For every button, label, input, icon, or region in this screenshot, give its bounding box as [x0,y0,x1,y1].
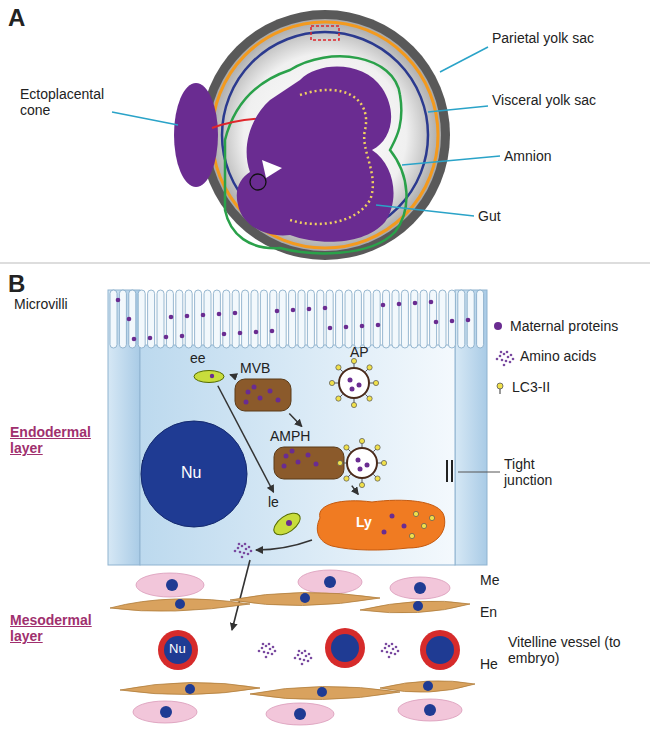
multivesicular-body: MVB [232,360,294,412]
layer-label: Mesodermal layer [10,612,106,644]
panel-letter: A [8,4,25,32]
cell-label: Me [480,572,499,588]
multivesicular-body-shape [234,378,292,412]
structure-label: Visceral yolk sac [492,92,596,108]
early-endosome: ee [186,350,230,384]
organelle-label: MVB [240,360,270,376]
legend-swatch [494,322,502,330]
autophagosome-shape [328,358,380,408]
lysosome-shape [312,496,448,552]
nucleus: Nu [140,420,248,528]
autophagosome: AP [326,344,382,408]
pathway-arrow [289,413,302,426]
pathway-arrow [230,374,232,376]
structure-label: Ectoplacental cone [20,86,120,118]
organelle-label: AP [350,344,369,360]
amphisome-shape [272,442,390,484]
structure-label: Microvilli [14,296,68,312]
structure-label: Amnion [504,148,551,164]
organelle-label: Ly [356,514,372,530]
structure-label: Vitelline vessel (to embryo) [508,634,628,666]
organelle-label: Nu [181,464,201,482]
organelle-label: le [268,494,279,510]
organelle-label: AMPH [270,428,310,444]
late-endosome: le [266,494,306,538]
legend-text: Amino acids [520,348,596,364]
amphisome: AMPH [270,428,390,484]
organelle-label: ee [190,350,206,366]
structure-label: Gut [478,208,501,224]
nucleus-label: Nu [169,642,186,657]
panel-letter: B [8,270,25,298]
structure-label: Parietal yolk sac [492,30,594,46]
structure-label: Tight junction [504,456,584,488]
layer-label: Endodermal layer [10,424,106,456]
cell-label: En [480,604,497,620]
cell-label: He [480,656,498,672]
pathway-arrow [352,486,358,495]
lysosome: Ly [312,496,448,552]
legend-text: LC3-II [512,379,550,395]
late-endosome-shape [270,510,304,538]
legend-text: Maternal proteins [510,318,618,334]
early-endosome-shape [192,369,226,384]
